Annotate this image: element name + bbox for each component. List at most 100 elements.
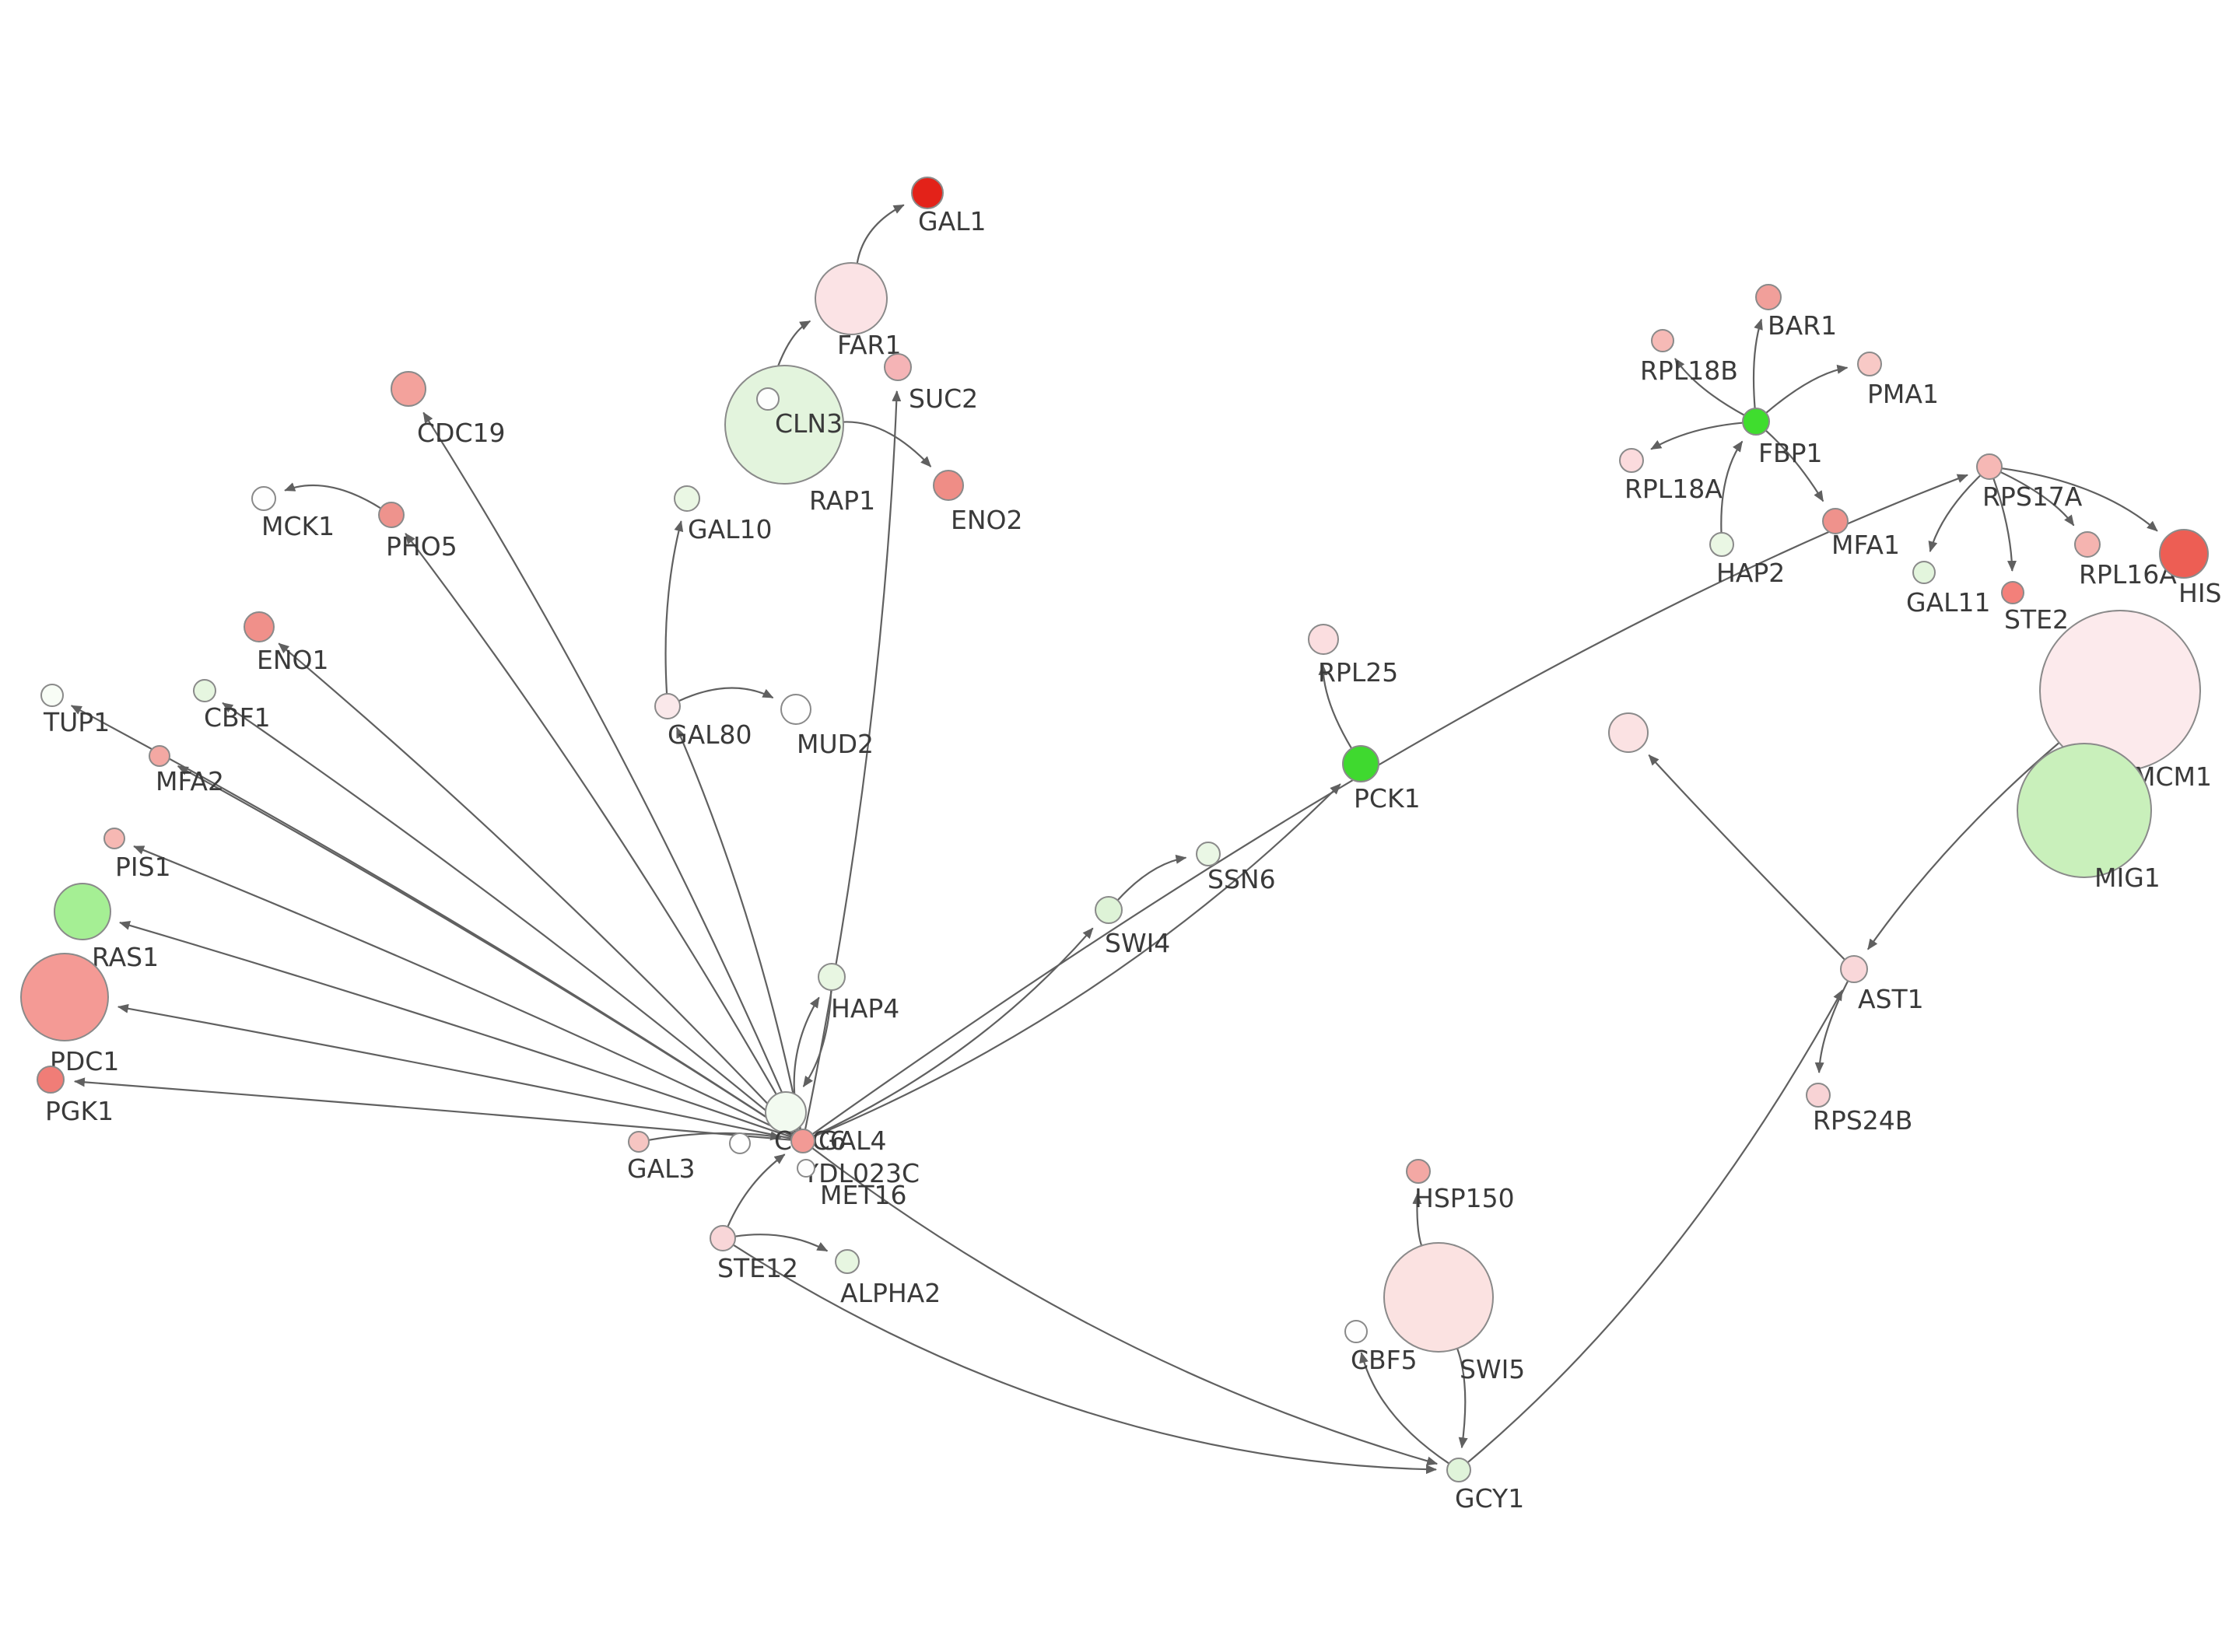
node-PMA1[interactable] — [1857, 352, 1882, 376]
node-SUC2[interactable] — [884, 353, 912, 381]
node-RPL16A[interactable] — [2074, 531, 2101, 558]
node-SSN6[interactable] — [1196, 842, 1221, 866]
node-MIG1[interactable] — [2017, 743, 2152, 878]
node-RPL25[interactable] — [1308, 624, 1339, 655]
edge-GAL4-MFA2 — [177, 765, 794, 1136]
node-RPL18A[interactable] — [1619, 448, 1644, 473]
node-ALPHA2[interactable] — [835, 1249, 860, 1274]
node-PIS1[interactable] — [103, 828, 125, 849]
node-GAL80[interactable] — [654, 693, 681, 719]
edge-GAL4-SUC2 — [804, 390, 902, 1130]
node-label-GAL1: GAL1 — [918, 206, 987, 236]
node-label-FAR1: FAR1 — [837, 330, 901, 360]
node-PGK1[interactable] — [37, 1066, 65, 1094]
node-GCY1[interactable] — [1446, 1458, 1471, 1482]
node-SWI5[interactable] — [1383, 1242, 1494, 1353]
node-label-GAL4: GAL4 — [818, 1125, 887, 1156]
node-CDC19[interactable] — [391, 371, 426, 407]
edge-HAP2-FBP1 — [1720, 440, 1744, 534]
edge-STE12-ALPHA2 — [734, 1234, 829, 1252]
node-MCK1[interactable] — [251, 486, 276, 511]
node-label-MFA2: MFA2 — [156, 766, 224, 796]
edge-PCK1-RPL25 — [1318, 663, 1353, 749]
node-RPL18B[interactable] — [1651, 329, 1674, 352]
node-label-RPL18A: RPL18A — [1624, 474, 1723, 504]
edge-GAL3-GAL4 — [648, 1131, 782, 1141]
node-TUP1[interactable] — [40, 684, 64, 707]
node-MUD2[interactable] — [780, 694, 811, 725]
edge-STE12-GAL4 — [727, 1153, 786, 1227]
node-BAR1[interactable] — [1755, 284, 1782, 310]
node-label-GAL10: GAL10 — [688, 514, 773, 544]
node-RAS1[interactable] — [54, 883, 111, 940]
node-HIS4[interactable] — [2159, 529, 2209, 579]
node-label-MCK1: MCK1 — [261, 511, 335, 541]
node-UNNAMED1[interactable] — [1608, 712, 1649, 753]
node-MFA1[interactable] — [1822, 508, 1849, 534]
node-RAP1[interactable] — [724, 365, 844, 485]
node-FAR1[interactable] — [815, 262, 888, 335]
node-label-CDC19: CDC19 — [417, 418, 506, 448]
node-GAL1[interactable] — [911, 177, 944, 209]
edge-GCY1-AST1 — [1467, 989, 1843, 1464]
edge-GAL4-PGK1 — [73, 1077, 792, 1141]
node-PCK1[interactable] — [1342, 745, 1379, 782]
node-GAL10[interactable] — [674, 485, 700, 512]
edge-GAL4-PIS1 — [133, 845, 793, 1137]
node-CLN3[interactable] — [756, 387, 780, 411]
node-ENO1[interactable] — [244, 611, 275, 642]
node-STE12[interactable] — [710, 1225, 736, 1251]
edge-FBP1-RPL18A — [1650, 422, 1744, 450]
node-GAL11[interactable] — [1912, 561, 1936, 584]
node-label-PMA1: PMA1 — [1867, 379, 1939, 409]
node-label-CBF5: CBF5 — [1351, 1345, 1418, 1375]
edge-GAL4-ENO1 — [278, 642, 796, 1133]
node-PHO5[interactable] — [378, 502, 405, 528]
edge-RPS17A-STE2 — [1992, 478, 2017, 572]
node-MFA2[interactable] — [149, 745, 170, 767]
node-GAL4[interactable] — [790, 1129, 815, 1153]
node-YDL023C[interactable] — [765, 1091, 807, 1133]
node-RPS17A[interactable] — [1976, 453, 2003, 480]
node-AST1[interactable] — [1840, 955, 1868, 983]
node-STE2[interactable] — [2001, 581, 2024, 604]
node-HAP4[interactable] — [818, 963, 846, 991]
node-ENO2[interactable] — [933, 470, 964, 501]
node-label-STE12: STE12 — [717, 1253, 798, 1283]
node-PDC1[interactable] — [20, 953, 109, 1041]
node-CBF1[interactable] — [193, 679, 216, 702]
node-label-PCK1: PCK1 — [1354, 783, 1421, 814]
node-label-ENO2: ENO2 — [951, 505, 1023, 535]
node-MET16[interactable] — [797, 1159, 815, 1178]
node-label-CLN3: CLN3 — [775, 408, 843, 439]
node-label-STE2: STE2 — [2004, 604, 2069, 635]
node-HSP150[interactable] — [1406, 1159, 1431, 1184]
node-label-RPL25: RPL25 — [1318, 657, 1398, 688]
edge-GAL4-CBF1 — [222, 702, 795, 1135]
edge-RPS17A-GAL11 — [1928, 474, 1982, 553]
edge-FAR1-GAL1 — [856, 204, 905, 264]
edge-FBP1-MFA1 — [1765, 429, 1824, 502]
edge-GAL4-GAL80 — [675, 726, 802, 1130]
node-label-HAP2: HAP2 — [1716, 558, 1785, 588]
node-label-FBP1: FBP1 — [1758, 438, 1823, 468]
node-HAP2[interactable] — [1709, 532, 1734, 557]
node-GAL3[interactable] — [628, 1131, 650, 1153]
node-CDC6[interactable] — [729, 1132, 751, 1154]
node-label-AST1: AST1 — [1858, 984, 1924, 1014]
node-label-HIS4: HIS4 — [2178, 578, 2222, 608]
edge-RPS17A-HIS4 — [2001, 467, 2158, 532]
edges-layer — [70, 204, 2158, 1475]
node-CBF5[interactable] — [1344, 1320, 1368, 1343]
node-label-GAL80: GAL80 — [668, 719, 752, 750]
edge-FBP1-PMA1 — [1765, 364, 1849, 414]
edge-GAL4-RAS1 — [119, 921, 793, 1139]
node-RPS24B[interactable] — [1806, 1083, 1831, 1108]
node-label-PIS1: PIS1 — [115, 852, 171, 882]
node-SWI4[interactable] — [1095, 896, 1123, 924]
node-label-SUC2: SUC2 — [909, 383, 978, 414]
node-FBP1[interactable] — [1742, 408, 1770, 436]
